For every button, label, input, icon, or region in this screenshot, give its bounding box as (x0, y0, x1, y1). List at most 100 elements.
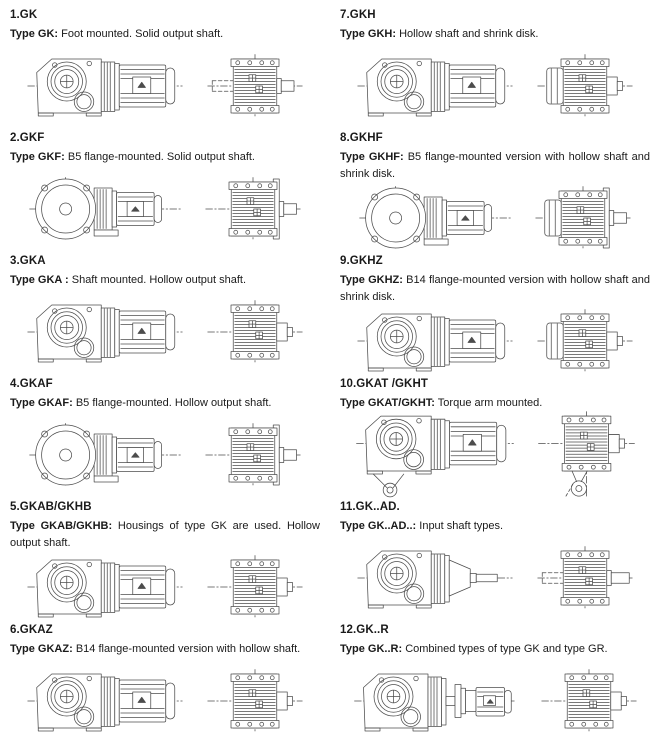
type-entry-10-gkat-gkht: 10.GKAT /GKHT Type GKAT/GKHT: Torque arm… (340, 375, 650, 498)
type-text: Combined types of type GK and type GR. (405, 643, 608, 655)
drawings-row (340, 308, 650, 373)
gearmotor-side-view-drawing (26, 668, 184, 734)
type-entry-11-gk-ad-: 11.GK..AD. Type GK..AD..: Input shaft ty… (340, 498, 650, 621)
end-view-gearbox (537, 308, 633, 373)
type-label: Type GK..AD..: (340, 520, 417, 532)
front-view-flange-gearmotor (29, 423, 181, 488)
gearmotor-side-view-drawing (358, 185, 512, 251)
gearmotor-end-view-drawing (534, 185, 632, 251)
gearmotor-end-view-drawing (536, 545, 634, 611)
drawings-row (340, 538, 650, 620)
type-text: B14 flange-mounted version with hollow s… (340, 274, 650, 303)
type-label: Type GK..R: (340, 643, 403, 655)
gearmotor-end-view-drawing (536, 53, 634, 119)
gearmotor-end-view-drawing (206, 554, 304, 620)
side-view-gearmotor (27, 58, 183, 117)
end-view-gearbox (207, 300, 303, 365)
type-description: Type GKF: B5 flange-mounted. Solid outpu… (10, 149, 320, 166)
type-text: Torque arm mounted. (437, 397, 543, 409)
type-description: Type GKAB/GKHB: Housings of type GK are … (10, 518, 320, 551)
gearmotor-end-view-drawing (206, 299, 304, 365)
type-text: Hollow shaft and shrink disk. (399, 28, 539, 40)
side-view-gearmotor (357, 58, 513, 117)
end-view-gearbox (537, 546, 633, 611)
gearmotor-side-view-drawing (26, 53, 184, 119)
type-label: Type GKHF: (340, 151, 404, 163)
type-label: Type GKAB/GKHB: (10, 520, 113, 532)
type-heading: 8.GKHF (340, 132, 383, 144)
end-view-gearbox (207, 554, 303, 619)
drawings-row (10, 661, 320, 743)
side-view-gearmotor (27, 673, 183, 732)
type-heading: 7.GKH (340, 9, 376, 21)
front-view-flange-gearmotor (359, 185, 511, 250)
gearmotor-side-view-drawing (28, 176, 182, 242)
gearmotor-end-view-drawing (537, 410, 636, 498)
type-description: Type GKA : Shaft mounted. Hollow output … (10, 272, 320, 289)
type-heading: 10.GKAT /GKHT (340, 378, 428, 390)
side-view-gearmotor-combined (353, 673, 517, 732)
type-text: Shaft mounted. Hollow output shaft. (71, 274, 247, 286)
type-text: Foot mounted. Solid output shaft. (61, 28, 224, 40)
type-entry-2-gkf: 2.GKF Type GKF: B5 flange-mounted. Solid… (10, 129, 320, 252)
end-view-gearbox (535, 185, 631, 250)
type-heading: 12.GK..R (340, 624, 389, 636)
type-description: Type GKH: Hollow shaft and shrink disk. (340, 26, 650, 43)
type-description: Type GKAZ: B14 flange-mounted version wi… (10, 641, 320, 658)
end-view-gearbox (205, 423, 301, 488)
drawings-row (10, 415, 320, 497)
type-heading: 4.GKAF (10, 378, 53, 390)
gearmotor-side-view-drawing (26, 299, 184, 365)
type-text: B14 flange-mounted version with hollow s… (75, 643, 301, 655)
type-entry-3-gka: 3.GKA Type GKA : Shaft mounted. Hollow o… (10, 252, 320, 375)
gearmotor-end-view-drawing (204, 176, 302, 242)
type-entry-9-gkhz: 9.GKHZ Type GKHZ: B14 flange-mounted ver… (340, 252, 650, 375)
type-entry-5-gkab-gkhb: 5.GKAB/GKHB Type GKAB/GKHB: Housings of … (10, 498, 320, 621)
side-view-gearmotor (27, 304, 183, 363)
gearmotor-side-view-drawing (356, 545, 514, 611)
drawings-row (10, 554, 320, 619)
gearmotor-end-view-drawing (540, 668, 638, 734)
type-text: B5 flange-mounted. Hollow output shaft. (75, 397, 272, 409)
type-entry-4-gkaf: 4.GKAF Type GKAF: B5 flange-mounted. Hol… (10, 375, 320, 498)
type-text: Housings of type GK are used. Hollow out… (10, 520, 320, 549)
gearmotor-side-view-drawing (356, 308, 514, 374)
side-view-gearmotor (27, 559, 183, 617)
type-entry-12-gk-r: 12.GK..R Type GK..R: Combined types of t… (340, 621, 650, 744)
end-view-gearbox (537, 411, 635, 498)
gearmotor-side-view-drawing (26, 554, 184, 620)
gearmotor-end-view-drawing (204, 422, 302, 488)
gearmotor-side-view-drawing (28, 422, 182, 488)
drawings-row (10, 169, 320, 251)
type-label: Type GKF: (10, 151, 65, 163)
type-heading: 6.GKAZ (10, 624, 53, 636)
gearmotor-end-view-drawing (536, 308, 634, 374)
gearmotor-side-view-drawing (355, 410, 515, 498)
type-label: Type GKA : (10, 274, 69, 286)
type-entry-6-gkaz: 6.GKAZ Type GKAZ: B14 flange-mounted ver… (10, 621, 320, 744)
type-entry-8-gkhf: 8.GKHF Type GKHF: B5 flange-mounted vers… (340, 129, 650, 252)
end-view-gearbox (207, 54, 303, 119)
type-description: Type GKHF: B5 flange-mounted version wit… (340, 149, 650, 182)
drawings-row (340, 661, 650, 743)
type-heading: 2.GKF (10, 132, 45, 144)
type-description: Type GK..AD..: Input shaft types. (340, 518, 650, 535)
end-view-gearbox (205, 177, 301, 242)
side-view-gearmotor-torque-arm (355, 416, 514, 498)
type-label: Type GK: (10, 28, 59, 40)
type-text: Input shaft types. (419, 520, 504, 532)
type-label: Type GKHZ: (340, 274, 403, 286)
type-text: B5 flange-mounted version with hollow sh… (340, 151, 650, 180)
type-heading: 1.GK (10, 9, 38, 21)
front-view-flange-gearmotor (29, 177, 181, 242)
type-label: Type GKAZ: (10, 643, 73, 655)
type-description: Type GK: Foot mounted. Solid output shaf… (10, 26, 320, 43)
type-entry-7-gkh: 7.GKH Type GKH: Hollow shaft and shrink … (340, 6, 650, 129)
drawings-row (10, 292, 320, 374)
side-view-gearbox-input-shaft (357, 550, 513, 609)
type-heading: 3.GKA (10, 255, 46, 267)
drawings-row (340, 46, 650, 128)
type-text: B5 flange-mounted. Solid output shaft. (67, 151, 255, 163)
drawings-row (340, 185, 650, 250)
